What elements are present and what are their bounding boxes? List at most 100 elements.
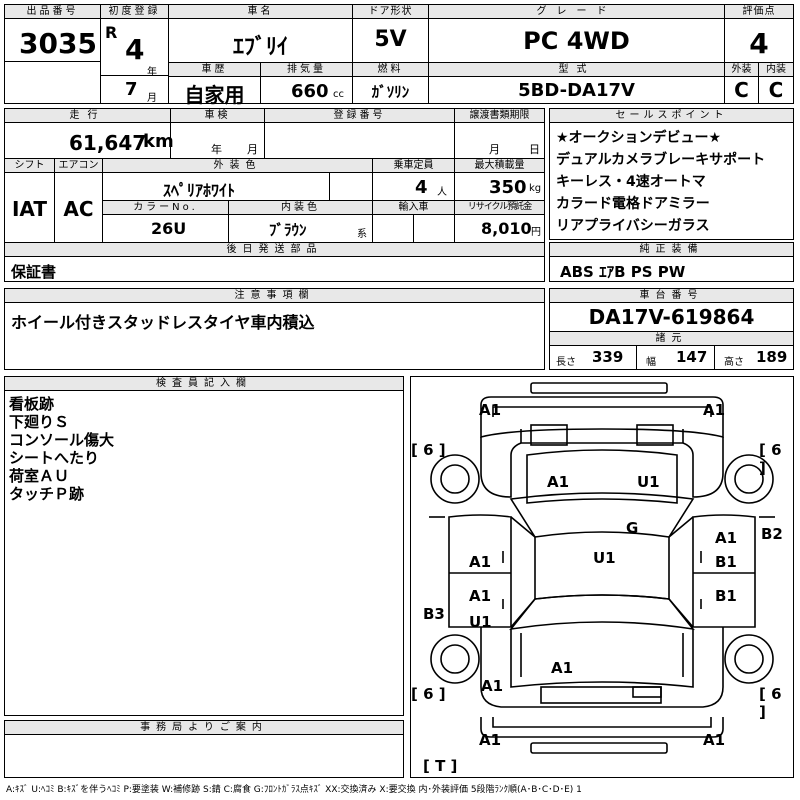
shift-label: シフト (5, 159, 54, 173)
mark-roof: U1 (593, 549, 616, 567)
inspection-label: 車検 (171, 109, 264, 123)
interior-grade: C (768, 78, 784, 102)
dims-label: 諸元 (550, 331, 793, 346)
grade-cell: グレード PC 4WD (429, 5, 725, 63)
lot-cell: 出品番号 3035 (5, 5, 101, 103)
dims-sep-1 (636, 345, 637, 369)
reg-divider (101, 75, 168, 76)
ac: AC (63, 197, 94, 221)
office-label: 事務局よりご案内 (5, 721, 403, 735)
sales-point-item: リアプライバシーガラス (556, 218, 710, 234)
max-load: 350 (489, 177, 527, 198)
lot-number: 3035 (19, 27, 97, 60)
exterior-cell: 外装 C (725, 63, 759, 103)
mark-fr-door-b: B1 (715, 553, 737, 571)
exterior-color: ｽﾍﾟﾘｱﾎﾜｲﾄ (163, 181, 236, 200)
inspector-note: タッチＰ跡 (9, 485, 85, 503)
color-no-label: カラーNo. (103, 201, 228, 215)
capacity-label: 乗車定員 (373, 159, 454, 173)
import-cell: 輸入車 (373, 201, 455, 243)
registration-cell: 登録番号 (265, 109, 455, 159)
height-value: 189 (756, 348, 788, 366)
transfer-label: 譲渡書類期限 (455, 109, 544, 123)
car-diagram: A1 A1 [ 6 ] [ 6 ] A1 U1 G U1 A1 A1 B1 B2… (410, 376, 794, 778)
mark-rear-bumper-left: A1 (479, 731, 502, 749)
mark-tire-fl: [ 6 ] (411, 441, 446, 459)
mark-tire-fr: [ 6 ] (759, 441, 782, 477)
inspector-block: 検査員記入欄 看板跡 下廻りＳ コンソール傷大 シートへたり 荷室ＡＵ タッチＰ… (4, 376, 404, 716)
year-unit: 年 (147, 67, 157, 78)
history-cell: 車歴 自家用 (169, 63, 261, 107)
lot-divider (5, 61, 100, 62)
fuel-label: 燃料 (353, 63, 428, 77)
later-parts-label: 後日発送部品 (5, 243, 544, 257)
width-value: 147 (676, 348, 708, 366)
color-label: 外装色 (103, 159, 372, 173)
inspection-cell: 車検 年 月 (171, 109, 265, 159)
chassis-number: DA17V-619864 (588, 305, 755, 329)
lot-label: 出品番号 (5, 5, 100, 19)
model-label: 型式 (429, 63, 724, 77)
mark-tire-rl: [ 6 ] (411, 685, 446, 703)
mark-rear-bumper-right: A1 (703, 731, 726, 749)
model: 5BD-DA17V (518, 80, 635, 101)
notes-value: ホイール付きスタッドレスタイヤ車内積込 (11, 313, 315, 332)
mark-rl-door-a: A1 (469, 587, 492, 605)
inspector-note: 荷室ＡＵ (9, 467, 70, 485)
mark-front-right: A1 (703, 401, 726, 419)
first-reg-cell: 初度登録 R 4 年 7 月 (101, 5, 169, 104)
shift-cell: シフト IAT (5, 159, 55, 243)
mark-left-rear: B3 (423, 605, 445, 623)
mark-rear-center: A1 (551, 659, 574, 677)
load-label: 最大積載量 (455, 159, 544, 173)
door-cell: ドア形状 5V (353, 5, 429, 63)
notes-block: 注意事項欄 ホイール付きスタッドレスタイヤ車内積込 (4, 288, 545, 370)
import-sep (413, 214, 414, 243)
header-block: 出品番号 3035 初度登録 R 4 年 7 月 車名 ｴﾌﾞﾘｲ ドア形状 5… (4, 4, 794, 107)
mark-right-fender: B2 (761, 525, 783, 543)
inspector-note: コンソール傷大 (9, 431, 115, 449)
vehicle-info-block: 走行 61,647 km 車検 年 月 登録番号 譲渡書類期限 月 日 シフト … (4, 108, 545, 282)
reg-year: 4 (125, 33, 145, 66)
grade-label: グレード (429, 5, 724, 19)
length-label: 長さ (556, 357, 576, 368)
chassis-block: 車台番号 DA17V-619864 諸元 長さ 339 幅 147 高さ 189 (549, 288, 794, 370)
inspector-label: 検査員記入欄 (5, 377, 403, 391)
equipment-value: ABS ｴｱB PS PW (560, 263, 686, 281)
month-unit: 月 (147, 93, 157, 104)
color-cell: 外装色 ｽﾍﾟﾘｱﾎﾜｲﾄ (103, 159, 373, 201)
car-name: ｴﾌﾞﾘｲ (232, 35, 288, 60)
mark-rl-door-u: U1 (469, 613, 492, 631)
inspector-note: シートへたり (9, 449, 100, 467)
ac-label: エアコン (55, 159, 102, 173)
mark-cowl: G (626, 519, 639, 537)
fuel: ｶﾞｿﾘﾝ (371, 83, 410, 101)
sales-point-item: デュアルカメラブレーキサポート (556, 152, 766, 168)
sales-points-block: セールスポイント ★オークションデビュー★ デュアルカメラブレーキサポート キー… (549, 108, 794, 240)
inspection-month-unit: 月 (247, 143, 258, 156)
capacity-cell: 乗車定員 4 人 (373, 159, 455, 201)
legend: A:ｷｽﾞ U:ﾍｺﾐ B:ｷｽﾞを伴うﾍｺﾐ P:要塗装 W:補修跡 S:錆 … (6, 785, 582, 795)
later-parts: 保証書 (11, 263, 57, 281)
score: 4 (749, 27, 769, 60)
era: R (105, 23, 118, 42)
recycle-label: リサイクル預託金 (455, 201, 544, 215)
mark-rr-door: B1 (715, 587, 737, 605)
transfer-cell: 譲渡書類期限 月 日 (455, 109, 544, 159)
mark-fr-door-a: A1 (715, 529, 738, 547)
car-name-label: 車名 (169, 5, 352, 19)
transfer-month-unit: 月 (489, 143, 500, 156)
exterior-grade: C (734, 78, 749, 102)
mileage-label: 走行 (5, 109, 170, 123)
interior-color: ﾌﾞﾗｳﾝ (269, 221, 307, 239)
sales-points-label: セールスポイント (550, 109, 793, 123)
sales-point-item: キーレス・4速オートマ (556, 174, 706, 190)
first-reg-label: 初度登録 (101, 5, 168, 19)
notes-label: 注意事項欄 (5, 289, 544, 303)
door-type: 5V (374, 27, 407, 52)
recycle-fee: 8,010 (481, 219, 532, 238)
import-label: 輸入車 (373, 201, 454, 215)
recycle-unit: 円 (531, 227, 541, 238)
capacity: 4 (415, 177, 428, 198)
capacity-unit: 人 (437, 187, 447, 198)
